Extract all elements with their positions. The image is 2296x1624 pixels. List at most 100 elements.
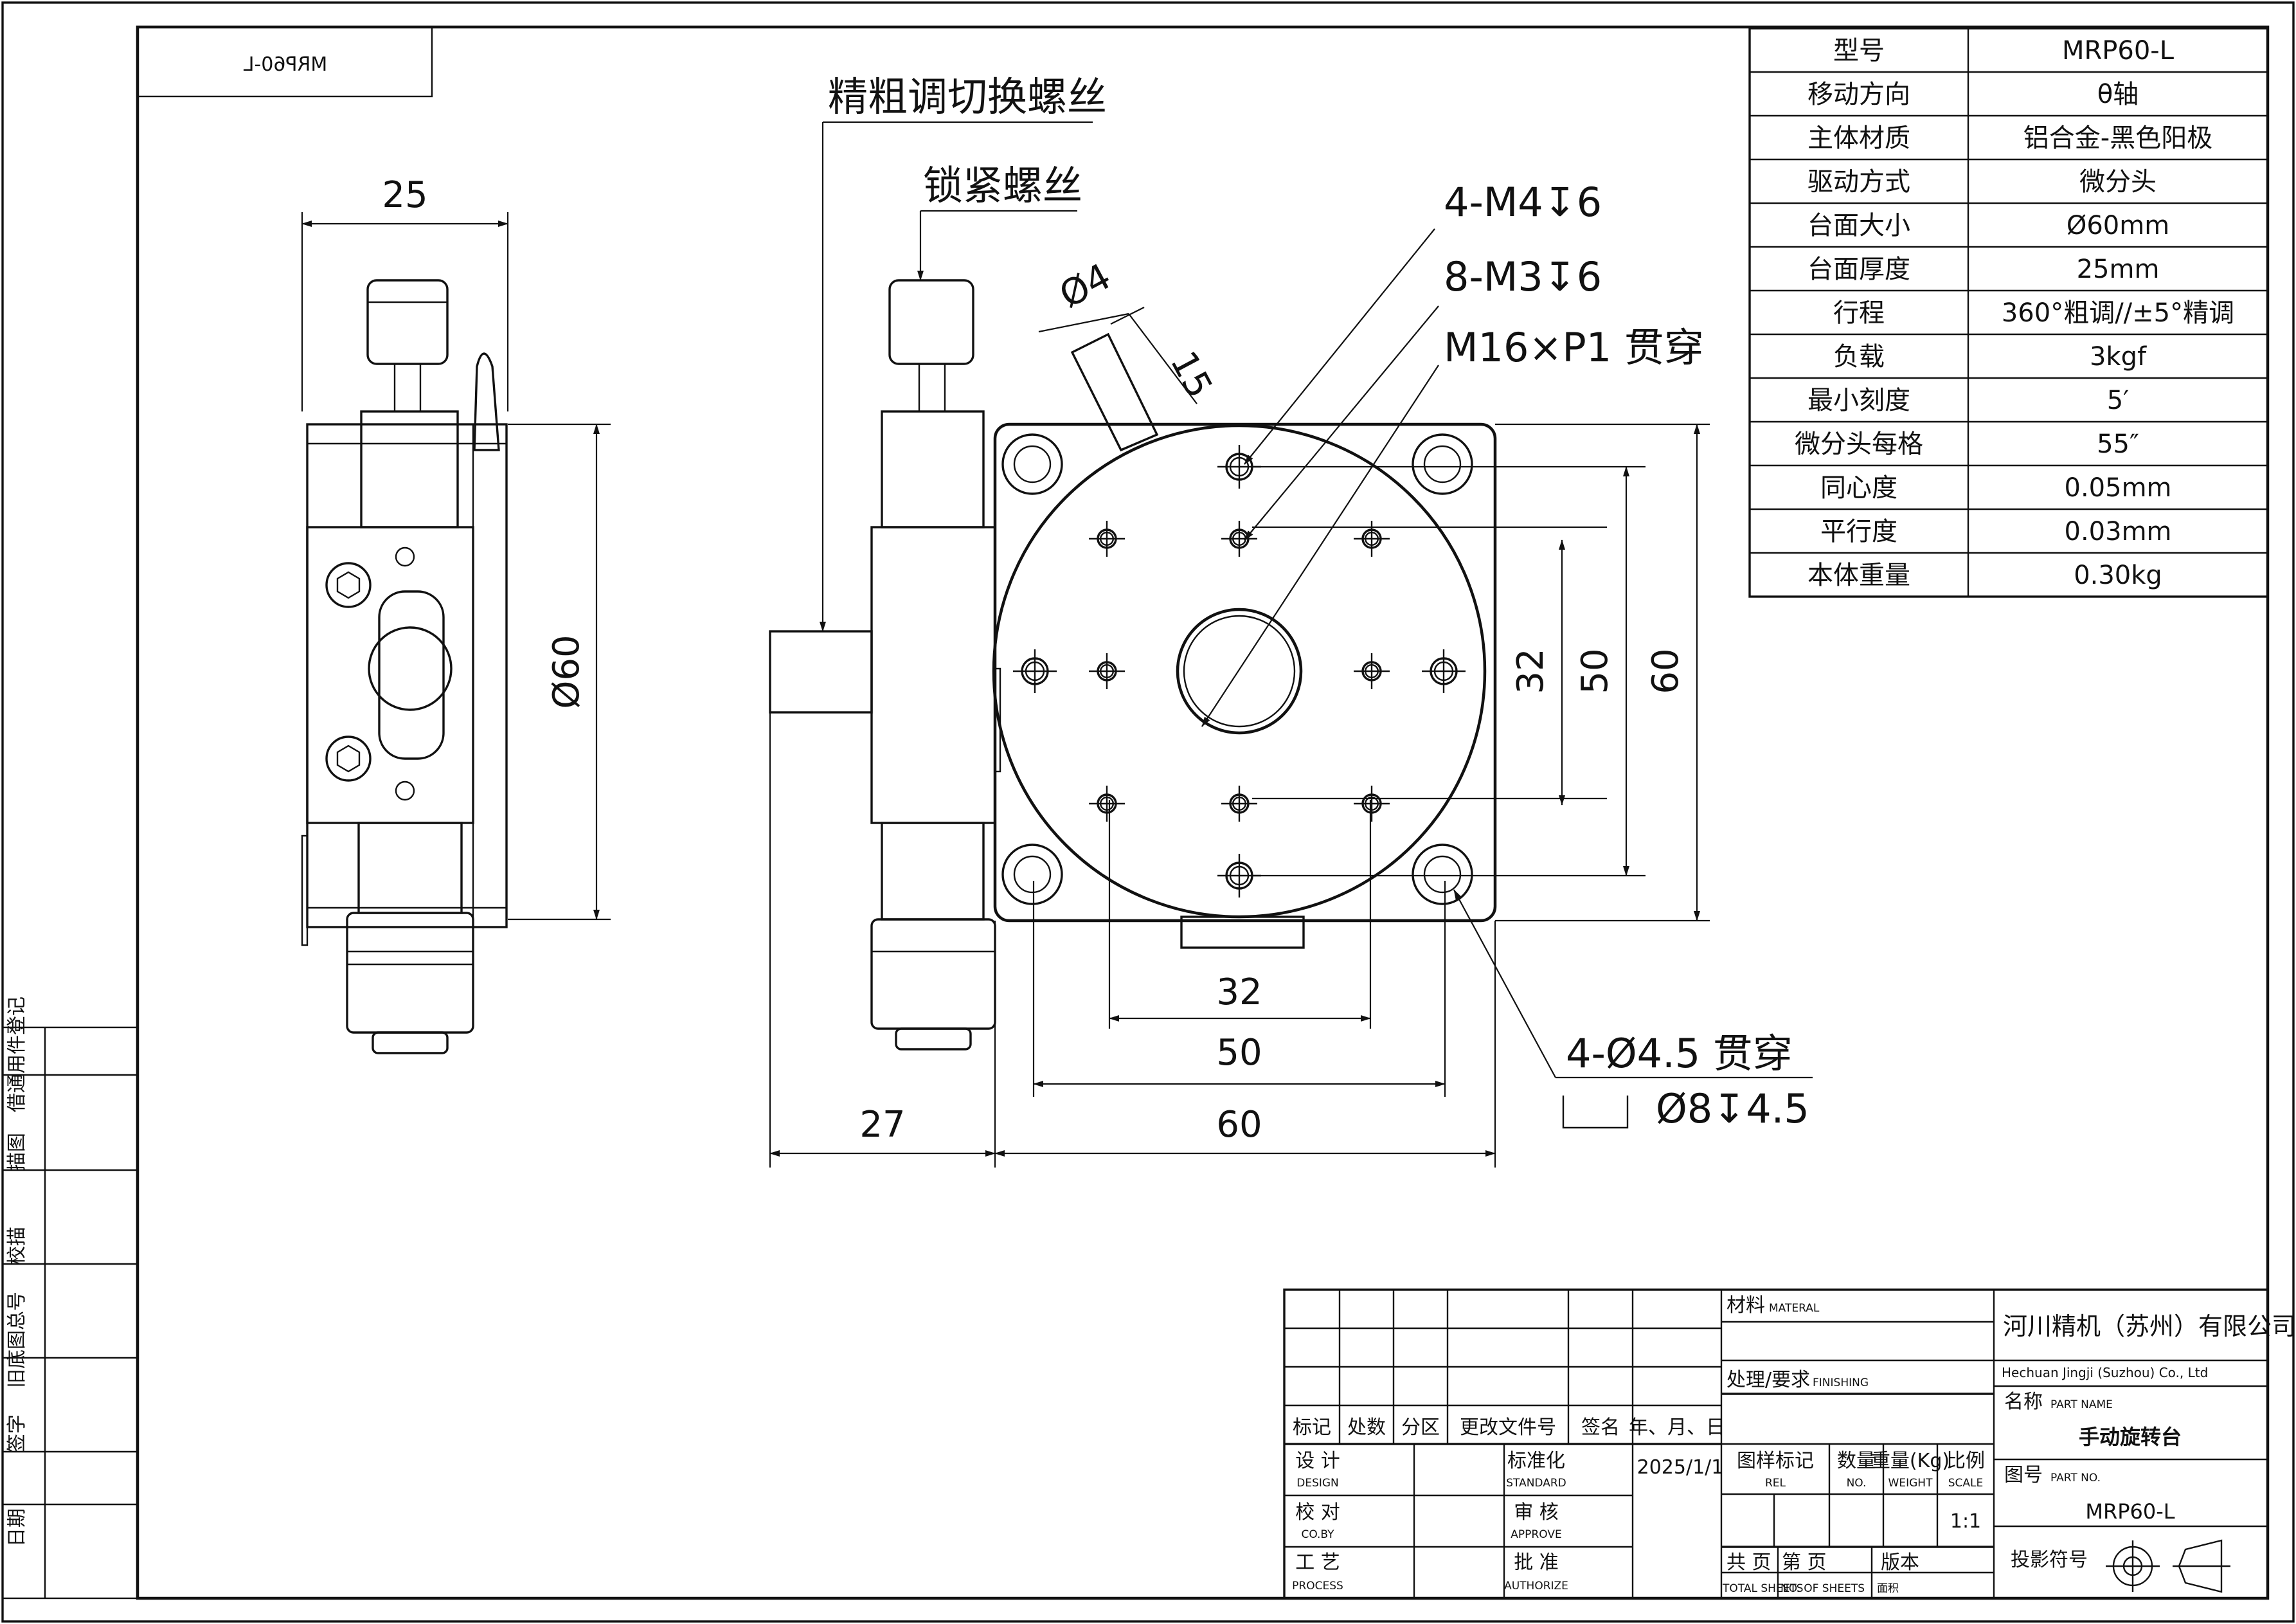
- side-margin-labels: 借通用件登记 描图 校描 旧底图总号 签字 日期: [6, 997, 28, 1547]
- label-approve-en: APPROVE: [1511, 1528, 1561, 1541]
- drawing-date: 2025/1/1: [1637, 1456, 1724, 1479]
- mirror-label: MRP60-L: [243, 53, 327, 76]
- projection-symbol-icon: [2106, 1539, 2230, 1593]
- part-name: 手动旋转台: [2079, 1425, 2182, 1449]
- spec-value: 微分头: [2079, 167, 2157, 197]
- label-process: 工 艺: [1295, 1551, 1340, 1574]
- spec-value: Ø60mm: [2067, 211, 2169, 240]
- spec-value: 铝合金-黑色阳极: [2023, 123, 2212, 153]
- spec-table-frame: [1748, 27, 2269, 598]
- spec-label: 微分头每格: [1795, 429, 1923, 459]
- spec-label: 同心度: [1820, 473, 1897, 503]
- label-standard: 标准化: [1507, 1450, 1565, 1472]
- rev-header-sign: 签名: [1581, 1416, 1620, 1439]
- label-material: 材料: [1726, 1294, 1765, 1317]
- label-standard-en: STANDARD: [1506, 1477, 1566, 1490]
- scale-value: 1:1: [1950, 1510, 1981, 1533]
- margin-label-date: 日期: [6, 1508, 28, 1547]
- dim-h27: 27: [859, 1104, 905, 1146]
- rev-header-mark: 标记: [1293, 1416, 1331, 1439]
- callout-fine-coarse-screw: 精粗调切换螺丝: [828, 73, 1107, 120]
- callout-lock-screw: 锁紧螺丝: [923, 162, 1082, 209]
- spec-label: 移动方向: [1807, 80, 1910, 109]
- dim-v32: 32: [1510, 648, 1552, 694]
- label-stage: 图样标记: [1737, 1450, 1814, 1472]
- callout-counterbore: Ø8↧4.5: [1656, 1085, 1809, 1132]
- label-total-sheets-en: TOTAL SHEETS: [1722, 1582, 1804, 1595]
- spec-label: 行程: [1833, 298, 1885, 328]
- rev-header-count: 处数: [1347, 1416, 1386, 1439]
- callout-thread-m16: M16×P1 贯穿: [1444, 324, 1704, 371]
- label-weight: 重量(Kg): [1871, 1450, 1950, 1472]
- rev-header-doc: 更改文件号: [1460, 1416, 1556, 1439]
- label-stage-en: REL: [1765, 1477, 1786, 1490]
- callouts: 精粗调切换螺丝 锁紧螺丝 4-M4↧6 8-M3↧6 M16×P1 贯穿 4-Ø…: [820, 73, 1813, 1132]
- label-part-no-en: PART NO.: [2050, 1472, 2101, 1484]
- dim-pin-length: 15: [1162, 345, 1221, 404]
- spec-value: 55″: [2097, 429, 2139, 459]
- spec-value: 0.03mm: [2065, 517, 2172, 546]
- label-design: 设 计: [1295, 1450, 1340, 1472]
- side-view: [301, 279, 508, 1054]
- label-projection: 投影符号: [2011, 1549, 2088, 1571]
- label-total-sheets: 共 页: [1726, 1551, 1771, 1574]
- dim-h50: 50: [1216, 1032, 1262, 1074]
- mirror-label-box: MRP60-L: [136, 26, 433, 98]
- spec-label: 本体重量: [1807, 561, 1910, 590]
- margin-label-check-trace: 校描: [6, 1227, 28, 1265]
- spec-value: 360°粗调//±5°精调: [2002, 298, 2234, 328]
- dim-side-width: 25: [382, 174, 427, 216]
- spec-value: MRP60-L: [2062, 36, 2175, 66]
- spec-value: 3kgf: [2090, 342, 2147, 372]
- label-part-no: 图号: [2004, 1464, 2043, 1486]
- label-version: 版本: [1881, 1551, 1919, 1574]
- label-part-name-en: PART NAME: [2050, 1398, 2113, 1411]
- spec-label: 最小刻度: [1807, 386, 1910, 415]
- title-block-text: 标记 处数 分区 更改文件号 签名 年、月、日 设 计 DESIGN 校 对 C…: [1292, 1294, 2296, 1595]
- margin-label-old-number: 旧底图总号: [6, 1292, 28, 1388]
- dim-h60: 60: [1216, 1104, 1262, 1146]
- label-approve: 审 核: [1514, 1501, 1559, 1524]
- dim-pin-diameter: Ø4: [1053, 256, 1118, 317]
- label-design-en: DESIGN: [1296, 1477, 1339, 1490]
- label-check-en: CO.BY: [1301, 1528, 1334, 1541]
- dim-v60: 60: [1645, 648, 1687, 694]
- spec-label: 负载: [1833, 342, 1885, 372]
- label-part-name: 名称: [2004, 1391, 2043, 1413]
- label-authorize-en: AUTHORIZE: [1504, 1580, 1568, 1592]
- spec-value: 25mm: [2077, 255, 2160, 284]
- callout-thread-m3: 8-M3↧6: [1444, 253, 1602, 300]
- spec-label: 型号: [1833, 36, 1885, 66]
- callout-thread-m4: 4-M4↧6: [1444, 179, 1602, 226]
- spec-label: 主体材质: [1807, 123, 1910, 153]
- part-number: MRP60-L: [2085, 1499, 2175, 1524]
- margin-label-borrow: 借通用件登记: [6, 997, 28, 1112]
- front-view: [769, 279, 1497, 1051]
- label-version-en: 面积: [1877, 1582, 1899, 1595]
- spec-value: 0.30kg: [2074, 561, 2162, 590]
- label-material-en: MATERAL: [1769, 1302, 1820, 1315]
- company-name-cn: 河川精机（苏州）有限公司: [2003, 1312, 2296, 1340]
- label-authorize: 批 准: [1514, 1551, 1559, 1574]
- spec-label: 平行度: [1820, 517, 1897, 546]
- label-weight-en: WEIGHT: [1888, 1477, 1933, 1490]
- margin-label-trace: 描图: [6, 1133, 28, 1171]
- label-qty-en: NO.: [1847, 1477, 1867, 1490]
- label-qty: 数量: [1837, 1450, 1876, 1472]
- spec-label: 台面厚度: [1807, 255, 1910, 284]
- spec-value: θ轴: [2097, 80, 2139, 109]
- title-block: [1283, 1288, 2269, 1600]
- spec-value: 5′: [2107, 386, 2130, 415]
- front-view-dimensions: 32 50 60 32 50 27 60 Ø4 15: [769, 256, 1710, 1168]
- dim-v50: 50: [1574, 648, 1616, 694]
- rev-header-zone: 分区: [1401, 1416, 1440, 1439]
- dim-h32: 32: [1216, 971, 1262, 1013]
- spec-value: 0.05mm: [2065, 473, 2172, 503]
- spec-label: 台面大小: [1807, 211, 1910, 240]
- spec-label: 驱动方式: [1807, 167, 1910, 197]
- label-scale-en: SCALE: [1948, 1477, 1984, 1490]
- label-process-en: PROCESS: [1292, 1580, 1343, 1592]
- callout-hole-45: 4-Ø4.5 贯穿: [1566, 1030, 1793, 1077]
